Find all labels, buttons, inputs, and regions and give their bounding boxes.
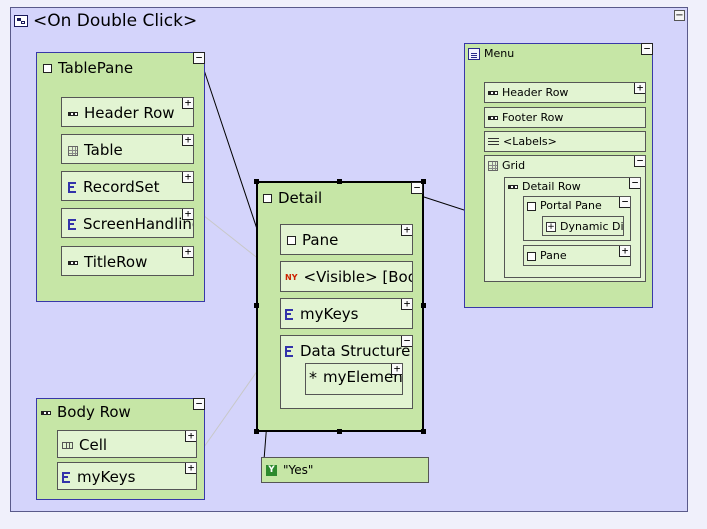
window-title: <On Double Click>	[14, 11, 197, 31]
collapse-toggle[interactable]: −	[401, 336, 412, 347]
menu-collapse-toggle[interactable]: −	[641, 43, 653, 55]
detail-item-pane[interactable]: Pane +	[280, 224, 413, 255]
collapse-toggle[interactable]: −	[634, 156, 645, 167]
row-icon	[68, 260, 78, 265]
grid-pane[interactable]: Pane +	[523, 245, 631, 266]
detail-item-mykeys[interactable]: myKeys +	[280, 298, 413, 329]
expand-toggle[interactable]: +	[182, 135, 193, 146]
pane-icon	[527, 251, 536, 261]
tablepane-item-header-row[interactable]: Header Row +	[61, 97, 194, 127]
menu-container[interactable]: − Menu Header Row + Footer Row <Labels> …	[464, 43, 653, 308]
pane-icon	[287, 236, 296, 245]
tablepane-item-screenhandling[interactable]: ScreenHandling +	[61, 208, 194, 238]
window-icon	[14, 15, 28, 27]
recordset-icon	[68, 182, 77, 193]
pane-icon	[43, 64, 52, 73]
tablepane-collapse-toggle[interactable]: −	[193, 52, 205, 64]
tablepane-container[interactable]: − TablePane Header Row + Table + RecordS…	[36, 52, 205, 302]
detail-item-visible[interactable]: NY<Visible> [Boolean]	[280, 261, 413, 292]
menu-icon	[468, 48, 480, 60]
grid-detail-row[interactable]: Detail Row − Portal Pane − +Dynamic Disp…	[504, 177, 641, 278]
recordset-icon	[68, 219, 77, 230]
expand-toggle[interactable]: +	[619, 246, 630, 257]
cell-icon	[62, 442, 73, 449]
grid-portal-pane[interactable]: Portal Pane − +Dynamic Display	[523, 196, 631, 241]
table-icon	[68, 145, 78, 156]
row-icon	[508, 185, 518, 189]
expand-toggle[interactable]: +	[634, 83, 645, 94]
body-row-collapse-toggle[interactable]: −	[193, 398, 205, 410]
selection-handle[interactable]	[254, 429, 259, 434]
recordset-icon	[285, 309, 294, 320]
tablepane-item-recordset[interactable]: RecordSet +	[61, 171, 194, 201]
row-icon	[488, 91, 498, 95]
menu-title: Menu	[468, 47, 514, 60]
selection-handle[interactable]	[337, 179, 342, 184]
tablepane-title: TablePane	[43, 59, 133, 77]
expand-toggle[interactable]: +	[401, 299, 412, 310]
selection-handle[interactable]	[421, 179, 426, 184]
yes-value-node[interactable]: Y"Yes"	[261, 457, 429, 483]
detail-title: Detail	[263, 189, 322, 207]
expand-toggle[interactable]: +	[401, 225, 412, 236]
pane-icon	[263, 194, 272, 203]
grid-icon	[488, 161, 498, 171]
expand-toggle[interactable]: +	[185, 463, 196, 474]
detail-item-data-structure[interactable]: Data Structure − *myElement +	[280, 335, 413, 409]
selection-handle[interactable]	[421, 429, 426, 434]
body-row-item-mykeys[interactable]: myKeys +	[57, 462, 197, 490]
row-icon	[488, 116, 498, 120]
body-row-title: Body Row	[41, 403, 131, 421]
body-row-container[interactable]: − Body Row Cell + myKeys +	[36, 398, 205, 500]
selection-handle[interactable]	[337, 429, 342, 434]
value-icon: Y	[266, 465, 277, 476]
selection-handle[interactable]	[254, 303, 259, 308]
collapse-toggle[interactable]: −	[629, 178, 640, 189]
tablepane-item-titlerow[interactable]: TitleRow +	[61, 246, 194, 276]
expand-toggle[interactable]: +	[182, 209, 193, 220]
detail-item-myelement[interactable]: *myElement +	[305, 363, 403, 395]
menu-item-grid[interactable]: Grid − Detail Row − Portal Pane − +Dynam…	[484, 155, 646, 282]
detail-collapse-toggle[interactable]: −	[411, 182, 423, 194]
asterisk-icon: *	[309, 368, 317, 387]
labels-icon	[488, 137, 499, 147]
row-icon	[41, 410, 51, 415]
recordset-icon	[285, 346, 294, 357]
boolean-icon: NY	[285, 273, 298, 282]
collapse-toggle[interactable]: −	[619, 197, 630, 208]
expand-toggle[interactable]: +	[182, 98, 193, 109]
menu-item-header-row[interactable]: Header Row +	[484, 82, 646, 103]
window-collapse-button[interactable]: −	[674, 10, 685, 21]
menu-item-footer-row[interactable]: Footer Row	[484, 107, 646, 128]
detail-container[interactable]: − Detail Pane + NY<Visible> [Boolean] my…	[256, 181, 424, 432]
expand-toggle[interactable]: +	[185, 431, 196, 442]
selection-handle[interactable]	[421, 303, 426, 308]
row-icon	[68, 111, 78, 116]
plus-icon: +	[546, 222, 556, 232]
tablepane-item-table[interactable]: Table +	[61, 134, 194, 164]
expand-toggle[interactable]: +	[182, 247, 193, 258]
menu-item-labels[interactable]: <Labels>	[484, 131, 646, 152]
body-row-item-cell[interactable]: Cell +	[57, 430, 197, 458]
selection-handle[interactable]	[254, 179, 259, 184]
expand-toggle[interactable]: +	[391, 364, 402, 375]
grid-dynamic-display[interactable]: +Dynamic Display	[542, 216, 624, 236]
recordset-icon	[62, 472, 71, 483]
expand-toggle[interactable]: +	[182, 172, 193, 183]
pane-icon	[527, 201, 536, 211]
